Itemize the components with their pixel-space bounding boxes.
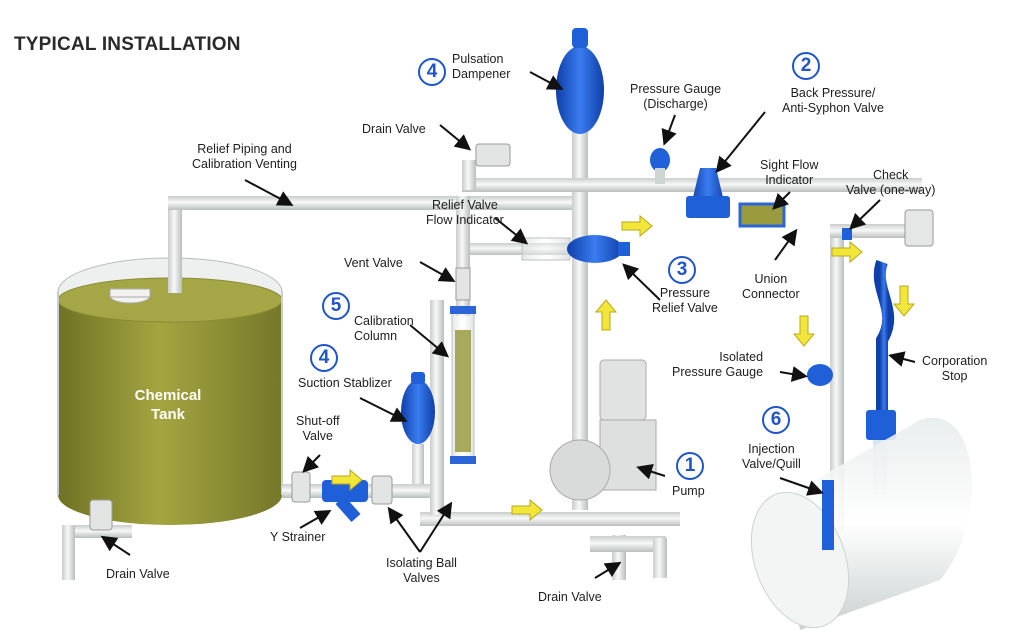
label-drain-valve-left: Drain Valve [106,567,170,581]
badge-pressure-relief: 3 [668,256,696,284]
corporation-stop-shape [873,259,895,420]
badge-pump: 1 [676,452,704,480]
label-calibration-column: Calibration Column [354,314,414,343]
label-pulsation-dampener: Pulsation Dampener [452,52,511,81]
badge-injection: 6 [762,406,790,434]
label-isolated-pressure-gauge: Isolated Pressure Gauge [672,350,764,379]
tank-label: Chemical Tank [134,387,202,423]
label-pressure-relief-valve: Pressure Relief Valve [652,286,718,315]
label-shutoff-valve: Shut-off Valve [296,414,340,443]
calibration-column-shape [450,306,476,464]
discharge-line [462,178,922,192]
discharge-riser [572,120,588,510]
flow-arrows [331,214,916,522]
label-y-strainer: Y Strainer [270,530,326,544]
label-vent-valve: Vent Valve [344,256,403,270]
process-pipe [750,417,973,630]
label-union-connector: Union Connector [742,272,800,301]
badge-suction: 4 [310,344,338,372]
label-injection-valve: Injection Valve/Quill [742,442,801,471]
label-corporation-stop: Corporation Stop [922,354,988,383]
label-isolating-ball-valves: Isolating Ball Valves [386,556,457,585]
pulsation-dampener-shape [556,28,604,134]
label-suction-stabilizer: Suction Stablizer [298,376,392,390]
pump-shape [549,359,657,501]
label-pump: Pump [672,484,705,498]
callout-arrows [100,71,916,579]
label-drain-valve-top: Drain Valve [362,122,426,136]
label-relief-valve-flow: Relief Valve Flow Indicator [426,198,504,227]
badge-back-pressure: 2 [792,52,820,80]
chemical-tank [57,257,283,525]
badge-pulsation: 4 [418,58,446,86]
label-sight-flow: Sight Flow Indicator [760,158,819,187]
page-title: TYPICAL INSTALLATION [14,34,241,55]
label-back-pressure: Back Pressure/ Anti-Syphon Valve [782,86,884,115]
badge-calibration: 5 [322,292,350,320]
label-drain-valve-bottom: Drain Valve [538,590,602,604]
y-strainer-shape [322,480,368,522]
suction-stabilizer-shape [401,372,435,484]
label-check-valve: Check Valve (one-way) [846,168,936,197]
label-pressure-gauge-discharge: Pressure Gauge (Discharge) [630,82,722,111]
label-relief-piping: Relief Piping and Calibration Venting [192,142,297,171]
